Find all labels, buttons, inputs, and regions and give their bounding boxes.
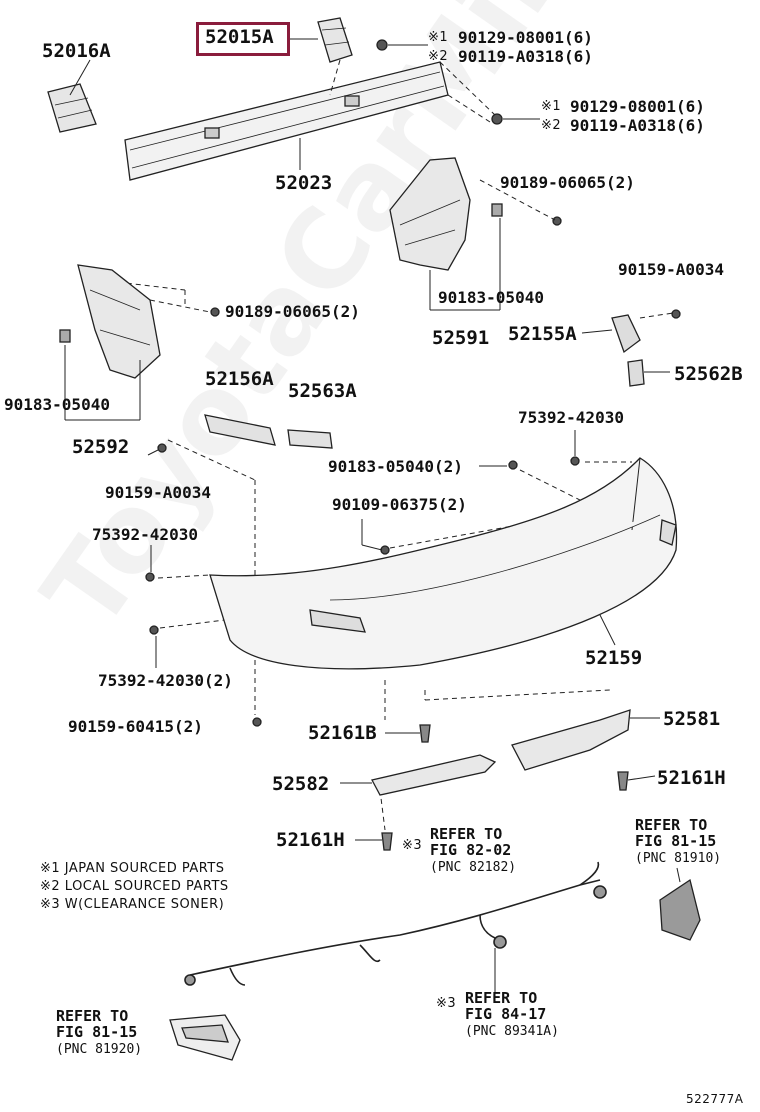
ref-pnc: (PNC 81910) [635, 851, 722, 866]
note-clearance-sonar: ※3 W(CLEARANCE SONER) [40, 897, 225, 912]
label-90183-right[interactable]: 90183-05040 [438, 288, 544, 307]
bumper-cover-52159 [209, 457, 678, 670]
label-52161H-right[interactable]: 52161H [657, 767, 726, 789]
undercover-52582 [340, 754, 497, 796]
side-bracket-52592 [59, 264, 161, 379]
clips-52161 [355, 724, 656, 851]
label-52562B[interactable]: 52562B [674, 363, 743, 385]
ref-pnc: (PNC 81920) [56, 1042, 143, 1057]
bumper-reinforcement [124, 61, 449, 181]
ref-pnc: (PNC 89341A) [465, 1024, 559, 1039]
side-bracket-52591 [389, 157, 503, 271]
label-bolt-right-2[interactable]: 90119-A0318(6) [570, 116, 705, 135]
label-75392-left[interactable]: 75392-42030 [92, 525, 198, 544]
mark-2-top: ※2 [428, 49, 449, 64]
label-bolt-right-1[interactable]: 90129-08001(6) [570, 97, 705, 116]
wire-harness [184, 861, 607, 995]
label-75392-left-2[interactable]: 75392-42030(2) [98, 671, 233, 690]
clip-52155A [581, 314, 641, 354]
label-52159[interactable]: 52159 [585, 647, 643, 669]
mark-1-top: ※1 [428, 30, 449, 45]
label-52023[interactable]: 52023 [275, 172, 333, 194]
label-52591[interactable]: 52591 [432, 327, 490, 349]
bolts [145, 39, 681, 727]
cover-leaders [147, 430, 616, 668]
label-52581[interactable]: 52581 [663, 708, 721, 730]
label-90189-right[interactable]: 90189-06065(2) [500, 173, 635, 192]
label-52161B[interactable]: 52161B [308, 722, 377, 744]
ref-fig-84-17[interactable]: REFER TO FIG 84-17 (PNC 89341A) [465, 990, 559, 1040]
label-75392-right[interactable]: 75392-42030 [518, 408, 624, 427]
ref-line2: FIG 81-15 [635, 832, 717, 850]
note-local-sourced: ※2 LOCAL SOURCED PARTS [40, 879, 229, 894]
ref-fig-82-02[interactable]: REFER TO FIG 82-02 (PNC 82182) [430, 826, 516, 876]
ref-line1: REFER TO [465, 989, 538, 1007]
label-90189-left[interactable]: 90189-06065(2) [225, 302, 360, 321]
label-52161H-left[interactable]: 52161H [276, 829, 345, 851]
ref-line2: FIG 84-17 [465, 1005, 547, 1023]
highlight-box [196, 22, 290, 56]
label-52016A[interactable]: 52016A [42, 40, 111, 62]
clip-52562B [627, 359, 670, 387]
mark-2-right: ※2 [541, 118, 562, 133]
bracket-leaders-right [429, 218, 501, 311]
ref-line1: REFER TO [635, 816, 708, 834]
bracket-leaders-left [64, 345, 141, 421]
label-52592[interactable]: 52592 [72, 436, 130, 458]
label-52156A[interactable]: 52156A [205, 368, 274, 390]
mark-3-sensor: ※3 [436, 996, 457, 1011]
mark-1-right: ※1 [541, 99, 562, 114]
label-90183-left[interactable]: 90183-05040 [4, 395, 110, 414]
mark-3-harness: ※3 [402, 838, 423, 853]
bezel-left [169, 1014, 241, 1061]
label-90183-center[interactable]: 90183-05040(2) [328, 457, 463, 476]
label-90159-60415[interactable]: 90159-60415(2) [68, 717, 203, 736]
label-52582[interactable]: 52582 [272, 773, 330, 795]
leaders-top [69, 38, 540, 170]
note-japan-sourced: ※1 JAPAN SOURCED PARTS [40, 861, 225, 876]
label-52015A[interactable]: 52015A [205, 26, 274, 48]
label-52155A[interactable]: 52155A [508, 323, 577, 345]
sensor-bracket-right [659, 867, 701, 941]
label-90159-right[interactable]: 90159-A0034 [618, 260, 724, 279]
label-90109[interactable]: 90109-06375(2) [332, 495, 467, 514]
retainer-52563A [287, 429, 333, 449]
ref-fig-81-15-left[interactable]: REFER TO FIG 81-15 (PNC 81920) [56, 1008, 142, 1058]
bracket-52016A [47, 83, 97, 133]
ref-line2: FIG 82-02 [430, 841, 512, 859]
ref-pnc: (PNC 82182) [430, 860, 517, 875]
label-bolt-top-2[interactable]: 90119-A0318(6) [458, 47, 593, 66]
undercover-52581 [511, 709, 660, 771]
ref-line1: REFER TO [56, 1007, 129, 1025]
label-90159-left[interactable]: 90159-A0034 [105, 483, 211, 502]
ref-line2: FIG 81-15 [56, 1023, 138, 1041]
ref-fig-81-15-right[interactable]: REFER TO FIG 81-15 (PNC 81910) [635, 817, 721, 867]
figure-id: 522777A [686, 1092, 744, 1106]
label-bolt-top-1[interactable]: 90129-08001(6) [458, 28, 593, 47]
ref-line1: REFER TO [430, 825, 503, 843]
label-52563A[interactable]: 52563A [288, 380, 357, 402]
bracket-52015A [317, 17, 353, 63]
retainer-52156A [204, 414, 276, 446]
